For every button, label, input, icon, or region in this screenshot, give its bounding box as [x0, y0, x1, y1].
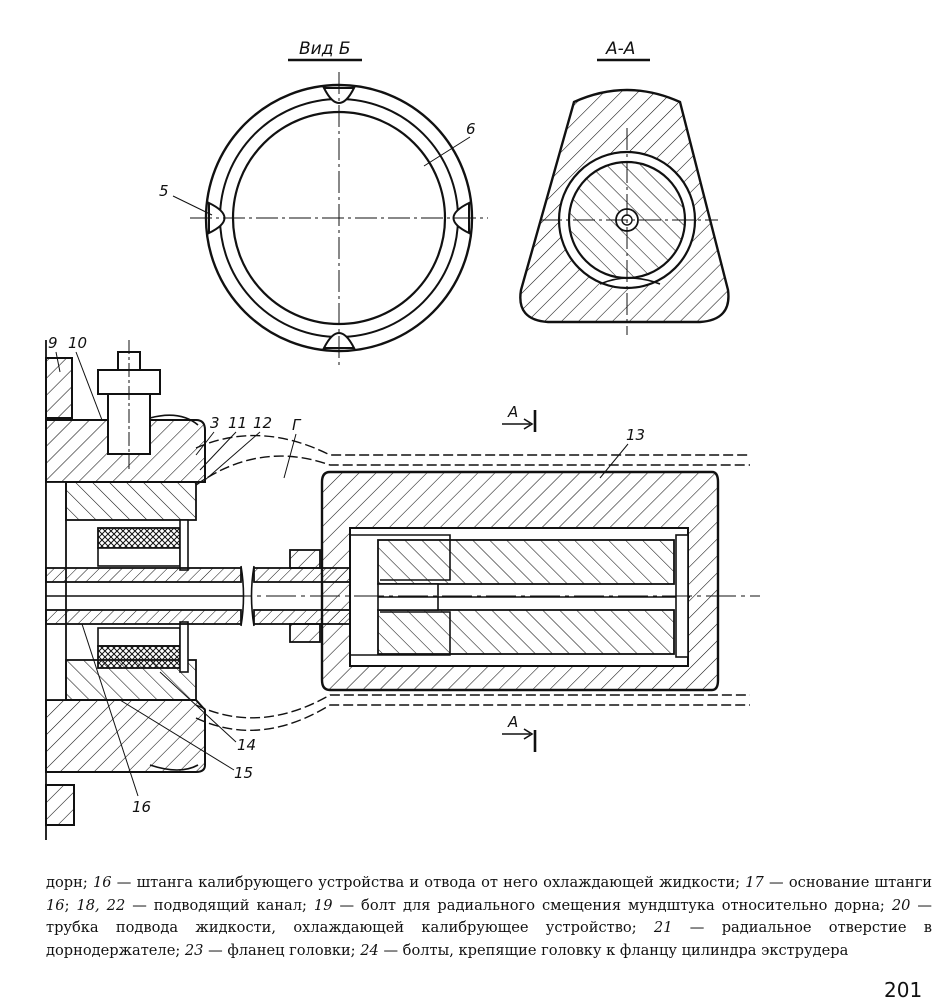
- caption-item-text: — трубка подвода жидкости, охлаждающей к…: [46, 896, 932, 937]
- caption-item-number: 23: [184, 941, 204, 959]
- callout-15: 15: [234, 764, 253, 782]
- callout-10: 10: [68, 334, 87, 352]
- section-aa-title: А-А: [605, 39, 635, 59]
- callout-12: 12: [253, 414, 272, 432]
- caption-item-number: 19: [313, 896, 333, 914]
- caption-item-text: — фланец головки;: [203, 941, 361, 959]
- cut-mark-top: А: [507, 403, 518, 421]
- callout-3: 3: [210, 414, 220, 432]
- caption-item-text: — радиальное отверстие в дорнодержателе;: [46, 919, 932, 959]
- caption-item-text: дорн;: [46, 874, 93, 891]
- caption-item-text: ;: [64, 896, 77, 914]
- caption-item-number: 18, 22: [76, 896, 126, 914]
- caption-item-number: 16: [46, 896, 65, 914]
- caption-item-text: — основание штанги: [763, 874, 933, 891]
- caption-item-number: 17: [745, 874, 764, 891]
- channel-label: Г: [292, 416, 302, 434]
- technical-drawing: Вид Б 5 6 А-А: [45, 39, 760, 840]
- caption-item-number: 21: [653, 919, 673, 936]
- callout-9: 9: [48, 334, 58, 352]
- view-b-title: Вид Б: [299, 39, 351, 59]
- caption-item-text: — штанга калибрующего устройства и отвод…: [111, 874, 746, 891]
- callout-13: 13: [626, 426, 645, 444]
- callout-5: 5: [159, 182, 169, 200]
- page-number: 201: [884, 978, 923, 1002]
- caption-item-text: — болт для радиального смещения мундштук…: [332, 896, 892, 914]
- caption-item-number: 24: [360, 941, 379, 959]
- caption-item-text: — подводящий канал;: [125, 896, 314, 914]
- caption-item-number: 16: [92, 874, 112, 891]
- section-aa: А-А: [519, 39, 730, 335]
- figure-caption: дорн; 16 — штанга калибрующего устройств…: [46, 872, 932, 962]
- callout-16: 16: [132, 798, 151, 816]
- main-section: А А 9 10 3 11 12 Г 13 14 15 16: [45, 334, 760, 840]
- callout-14: 14: [237, 736, 256, 754]
- callout-6: 6: [466, 120, 476, 138]
- cut-mark-bottom: А: [507, 713, 518, 731]
- view-b: Вид Б 5 6: [159, 39, 488, 368]
- caption-item-text: — болты, крепящие головку к фланцу цилин…: [378, 941, 849, 959]
- caption-item-number: 20: [891, 896, 911, 914]
- callout-11: 11: [228, 414, 247, 432]
